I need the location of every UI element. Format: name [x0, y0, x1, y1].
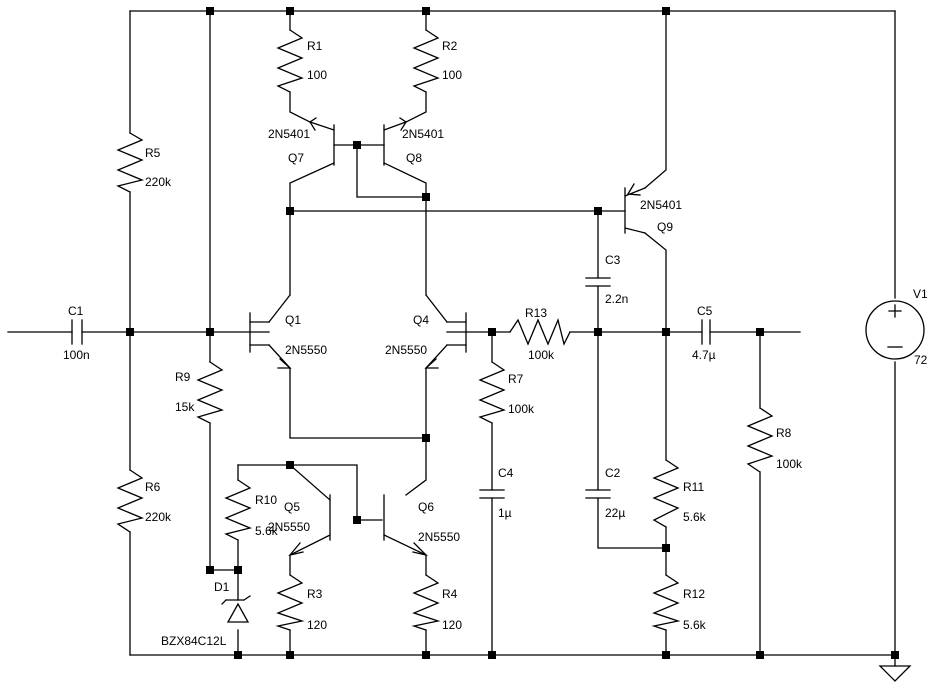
resistor-r5 [116, 132, 145, 193]
label-r12-value: 5.6k [683, 618, 707, 632]
label-q1-name: Q1 [285, 313, 301, 327]
label-q8-name: Q8 [406, 151, 422, 165]
capacitor-c4 [479, 489, 505, 499]
label-r10-name: R10 [255, 493, 277, 507]
transistor-q7 [309, 117, 335, 166]
label-v1-value: 72 [914, 353, 928, 367]
transistor-q1 [249, 312, 292, 369]
resistor-r13 [509, 317, 571, 346]
resistor-r7 [478, 361, 506, 424]
transistor-q9 [624, 183, 646, 234]
label-q4-model: 2N5550 [385, 343, 427, 357]
label-r7-value: 100k [508, 402, 535, 416]
label-q1-model: 2N5550 [285, 343, 327, 357]
label-c1-name: C1 [68, 304, 84, 318]
label-c4-value: 1µ [498, 506, 512, 520]
label-q5-name: Q5 [284, 500, 300, 514]
label-r3-value: 120 [307, 618, 327, 632]
label-r8-value: 100k [776, 457, 803, 471]
label-r13-name: R13 [525, 306, 547, 320]
label-r13-value: 100k [528, 348, 555, 362]
transistor-q5 [288, 494, 331, 557]
dc-voltage-source-icon [865, 300, 925, 360]
label-r8-name: R8 [776, 426, 792, 440]
resistor-r4 [411, 574, 441, 631]
label-c3-name: C3 [605, 253, 621, 267]
resistor-r1 [276, 29, 304, 93]
label-r4-name: R4 [442, 587, 458, 601]
label-r11-name: R11 [683, 480, 704, 494]
label-q8-model: 2N5401 [402, 127, 444, 141]
resistor-r9 [196, 361, 224, 424]
resistor-r6 [116, 469, 145, 533]
label-q7-name: Q7 [288, 151, 304, 165]
capacitor-c5 [701, 319, 711, 345]
label-r5-name: R5 [145, 146, 161, 160]
label-r7-name: R7 [508, 372, 524, 386]
label-r1-value: 100 [307, 68, 327, 82]
label-c2-name: C2 [605, 466, 621, 480]
label-d1-name: D1 [214, 580, 230, 594]
resistor-r3 [275, 574, 305, 631]
resistor-r2 [412, 29, 440, 93]
label-r2-name: R2 [442, 39, 458, 53]
label-q6-name: Q6 [418, 500, 434, 514]
label-r11-value: 5.6k [683, 510, 707, 524]
label-q5-model: 2N5550 [268, 520, 310, 534]
label-q6-model: 2N5550 [418, 530, 460, 544]
label-r9-value: 15k [175, 400, 195, 414]
label-r12-name: R12 [683, 587, 705, 601]
label-q9-model: 2N5401 [640, 198, 682, 212]
label-q9-name: Q9 [657, 220, 673, 234]
label-q4-name: Q4 [413, 313, 429, 327]
label-c5-value: 4.7µ [692, 348, 716, 362]
label-r9-name: R9 [175, 370, 191, 384]
zener-diode-icon [221, 595, 251, 623]
capacitor-c2 [585, 489, 611, 499]
label-r2-value: 100 [442, 68, 462, 82]
label-r6-name: R6 [145, 480, 161, 494]
label-r3-name: R3 [307, 587, 323, 601]
label-c3-value: 2.2n [605, 292, 628, 306]
transistor-q4 [424, 312, 467, 369]
label-r10-value: 5.6k [255, 524, 279, 538]
transistors [249, 117, 646, 557]
label-r1-name: R1 [307, 39, 323, 53]
resistor-r10 [224, 479, 253, 541]
label-r5-value: 220k [145, 175, 172, 189]
label-r4-value: 120 [442, 618, 462, 632]
label-c2-value: 22µ [605, 506, 625, 520]
resistors [116, 29, 774, 631]
label-r6-value: 220k [145, 510, 172, 524]
label-d1-model: BZX84C12L [161, 634, 227, 648]
label-c5-name: C5 [697, 304, 713, 318]
resistor-r11 [652, 459, 680, 528]
transistor-q8 [383, 117, 407, 166]
resistor-r12 [651, 574, 681, 631]
junction-dots [126, 7, 899, 659]
capacitors [71, 277, 711, 499]
resistor-r8 [746, 407, 774, 473]
transistor-q6 [383, 494, 429, 557]
label-q7-model: 2N5401 [268, 127, 310, 141]
label-c4-name: C4 [498, 466, 514, 480]
capacitor-c1 [71, 319, 83, 345]
label-c1-value: 100n [63, 348, 90, 362]
labels: R1 100 R2 100 R5 220k R6 220k 2N5401 Q7 … [63, 39, 928, 648]
label-v1-name: V1 [913, 287, 928, 301]
capacitor-c3 [585, 277, 611, 287]
